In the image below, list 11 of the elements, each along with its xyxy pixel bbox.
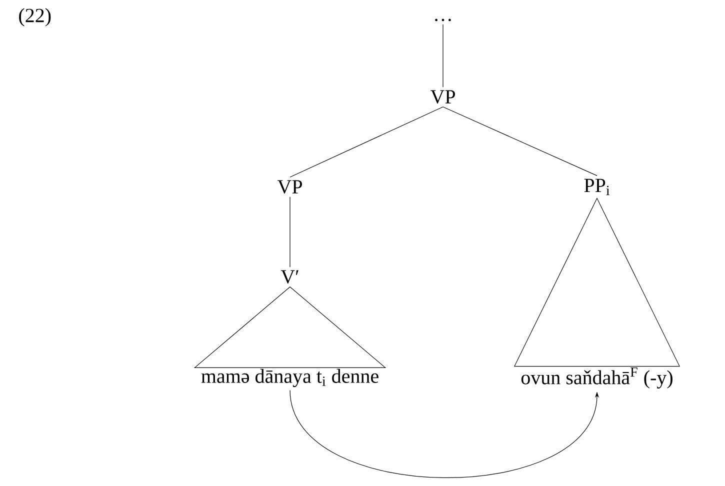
tree-label: V′	[280, 270, 298, 284]
tree-label: PP$_{i}$	[584, 178, 610, 196]
example-number: (22)	[19, 8, 51, 26]
tree-label: …	[435, 18, 451, 22]
branch-line	[290, 106, 444, 178]
branch-line	[442, 106, 598, 176]
tree-label: VP	[430, 90, 455, 104]
leaf-phrase: mamə dānaya t$_{i}$ denne	[201, 368, 378, 388]
branch-line	[442, 24, 444, 88]
tree-label: VP	[277, 180, 302, 194]
leaf-phrase: ovun saňdahā$^{F}$ (-y)	[521, 367, 672, 388]
